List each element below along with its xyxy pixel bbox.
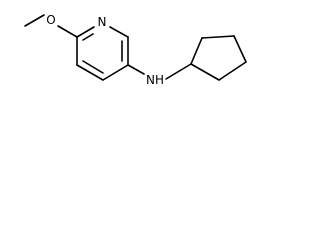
bond-cp4-cp5: [218, 61, 247, 81]
bond-c5-c4: [102, 64, 129, 81]
bond-n1-c6: [109, 26, 129, 38]
bond-cp3-cp4: [233, 35, 247, 63]
bond-cp1-cp2: [190, 37, 203, 65]
amine-linker: [127, 63, 192, 80]
bond-c2-n1-double: [82, 33, 94, 41]
bond-c2-o: [57, 25, 78, 38]
chemical-structure-diagram: N O NH: [24, 13, 247, 87]
bond-c2-n1: [76, 26, 95, 38]
pyridine-ring: [76, 26, 129, 81]
bond-c4-c3: [76, 64, 104, 81]
bond-nh-cyclopentyl: [165, 63, 192, 80]
bond-cp5-cp1: [190, 63, 220, 81]
ring-nitrogen-label: N: [98, 15, 107, 29]
methoxy-group: [24, 14, 78, 38]
bond-c4-c3-double: [82, 60, 104, 74]
bond-cp2-cp3: [201, 35, 235, 39]
bond-c5-nh: [127, 64, 145, 75]
methoxy-oxygen-label: O: [46, 13, 55, 27]
cyclopentane-ring: [190, 35, 247, 81]
amine-nh-label: NH: [146, 73, 164, 87]
bond-o-ch3: [24, 14, 45, 27]
